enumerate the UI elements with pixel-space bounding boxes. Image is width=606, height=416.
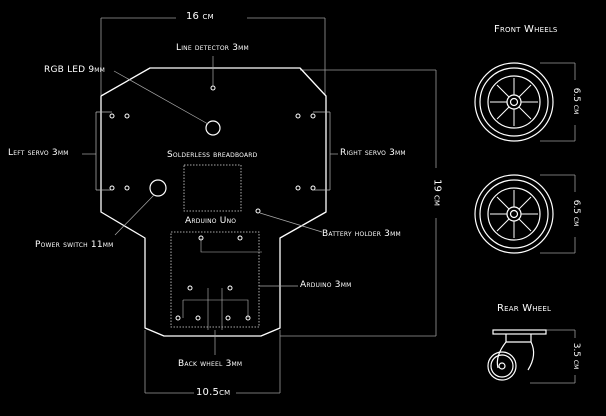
breadboard-label: Solderless breadboard — [167, 150, 258, 160]
rear-wheel-drawing — [487, 329, 547, 381]
power-switch-label: Power switch 11mm — [35, 240, 114, 250]
arduino-uno-label: Arduino Uno — [185, 216, 237, 226]
height-dimension — [280, 69, 437, 337]
chassis-outline — [100, 67, 327, 337]
front-wheel-2-dimension: 6.5 cm — [571, 199, 581, 227]
bottom-dimension — [144, 330, 281, 394]
height-label: 19 cm — [431, 179, 443, 206]
power-switch-hole — [149, 179, 167, 197]
front-wheel-1-drawing — [474, 62, 554, 142]
battery-holder-label: Battery holder 3mm — [322, 229, 401, 239]
front-wheel-1-dimension: 6.5 cm — [571, 87, 581, 115]
left-servo-label: Left servo 3mm — [8, 148, 69, 158]
line-detector-label: Line detector 3mm — [176, 43, 249, 53]
leader-lines — [82, 56, 338, 355]
arduino-outline — [170, 231, 260, 328]
rgb-led-hole — [205, 120, 221, 136]
bottom-width-label: 10.5cm — [196, 387, 231, 398]
servo-brackets — [95, 111, 331, 191]
front-wheel-2-drawing — [474, 174, 554, 254]
arduino-guides — [182, 238, 262, 330]
rear-wheel-dimension: 3.5 cm — [571, 342, 581, 370]
breadboard-outline — [183, 164, 242, 212]
arduino-label: Arduino 3mm — [300, 280, 352, 290]
rgb-led-label: RGB LED 9mm — [44, 65, 106, 75]
top-dimension — [100, 17, 326, 95]
rear-wheel-title: Rear Wheel — [497, 303, 552, 314]
wheel-dimensions — [530, 62, 576, 384]
top-width-label: 16 cm — [186, 11, 214, 22]
back-wheel-label: Back wheel 3mm — [178, 359, 243, 369]
right-servo-label: Right servo 3mm — [340, 148, 406, 158]
mount-holes — [109, 85, 316, 321]
front-wheels-title: Front Wheels — [494, 24, 558, 35]
